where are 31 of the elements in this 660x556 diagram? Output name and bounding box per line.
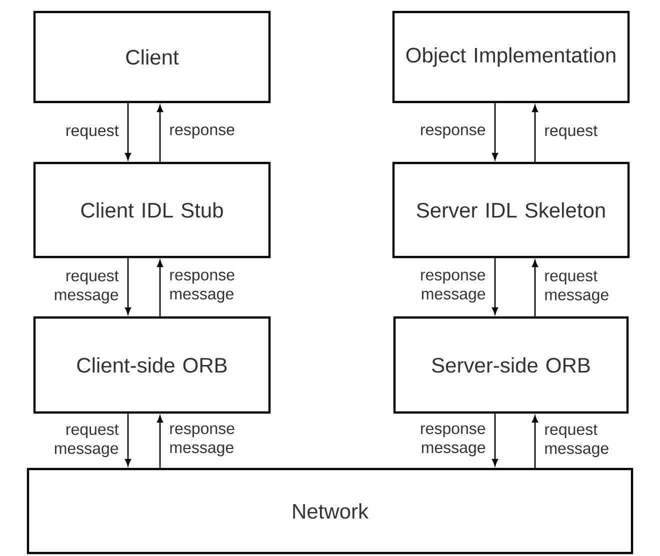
arrow — [157, 416, 163, 468]
arrow — [492, 414, 498, 466]
component-box: Network — [26, 468, 634, 554]
edge-label: response — [421, 126, 486, 138]
component-box: Client IDL Stub — [33, 162, 271, 258]
edge-label: response message — [421, 272, 486, 303]
arrow — [492, 103, 498, 160]
component-box: Server-side ORB — [393, 316, 629, 414]
arrow — [492, 258, 498, 314]
arrow — [532, 105, 538, 162]
edge-label: response message — [170, 425, 234, 456]
edge-label: request message — [54, 270, 119, 304]
arrow — [125, 258, 131, 314]
edge-label: response message — [170, 272, 234, 303]
arrow — [157, 105, 163, 162]
edge-label: response message — [421, 425, 486, 456]
edge-label: request message — [54, 424, 119, 458]
component-box: Client — [33, 10, 271, 104]
arrow — [125, 103, 131, 160]
arrow — [157, 260, 163, 316]
arrow — [532, 260, 538, 316]
component-box: Client-side ORB — [33, 316, 271, 414]
edge-label: request — [545, 126, 598, 140]
arrow — [532, 416, 538, 468]
arrow — [125, 414, 131, 466]
edge-label: request message — [545, 424, 608, 458]
component-box: Object Implementation — [392, 10, 630, 104]
component-box: Server IDL Skeleton — [392, 162, 630, 258]
edge-label: request — [66, 126, 119, 140]
edge-label: request message — [545, 270, 608, 304]
edge-label: response — [170, 126, 234, 138]
